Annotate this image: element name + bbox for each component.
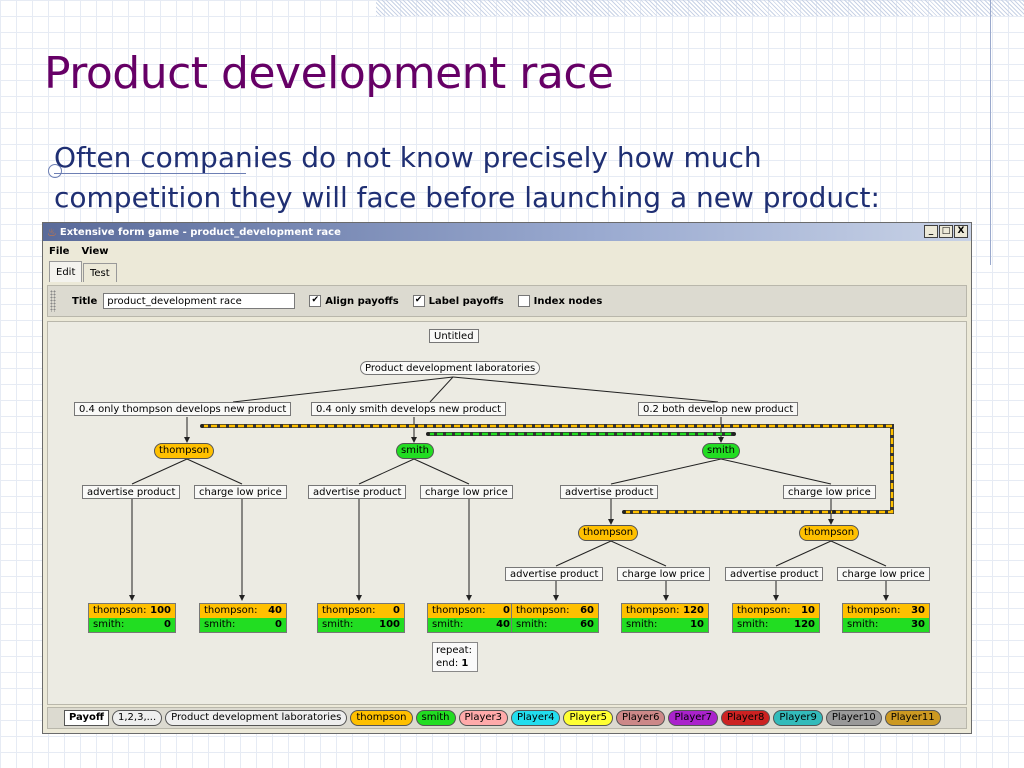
end-value: 1: [461, 658, 469, 669]
slide-text-line-1: Often companies do not know precisely ho…: [54, 141, 762, 174]
chance-branch-2[interactable]: 0.4 only smith develops new product: [311, 402, 507, 416]
tab-strip: Edit Test: [43, 261, 971, 283]
player-node-smith[interactable]: smith: [702, 443, 740, 459]
tree-edges: [129, 376, 894, 601]
player-palette-bar: Payoff 1,2,3,... Product development lab…: [47, 707, 967, 729]
palette-item-player5[interactable]: Player5: [563, 710, 613, 726]
window-titlebar[interactable]: ♨ Extensive form game - product_developm…: [43, 223, 971, 241]
payoff-box[interactable]: thompson:120 smith:10: [621, 603, 709, 633]
payoff-button[interactable]: Payoff: [64, 710, 109, 726]
minimize-button[interactable]: _: [924, 225, 938, 238]
palette-item-player8[interactable]: Player8: [720, 710, 771, 726]
align-payoffs-checkbox[interactable]: ✔ Align payoffs: [309, 295, 399, 307]
chance-node[interactable]: Product development laboratories: [360, 361, 541, 375]
action-label[interactable]: charge low price: [783, 485, 876, 499]
repeat-label: repeat:: [436, 645, 472, 656]
palette-item-chance[interactable]: Product development laboratories: [165, 710, 348, 726]
palette-item-player7[interactable]: Player7: [668, 710, 718, 726]
palette-item-player11[interactable]: Player11: [884, 710, 941, 726]
slide-text-line-2: competition they will face before launch…: [54, 181, 880, 214]
action-label[interactable]: advertise product: [308, 485, 407, 499]
action-label[interactable]: advertise product: [82, 485, 181, 499]
bullet-circle-icon: [48, 164, 62, 178]
index-nodes-label: Index nodes: [533, 295, 603, 307]
checkbox-checked-icon: ✔: [309, 295, 322, 307]
palette-item-indices[interactable]: 1,2,3,...: [112, 710, 163, 726]
label-payoffs-label: Label payoffs: [428, 295, 504, 307]
slide-decoration-line: [990, 0, 991, 265]
payoff-box[interactable]: thompson:10 smith:120: [732, 603, 820, 633]
player-node-smith[interactable]: smith: [396, 443, 434, 459]
player-node-thompson[interactable]: thompson: [799, 525, 860, 541]
action-label[interactable]: advertise product: [505, 567, 604, 581]
menu-view[interactable]: View: [81, 245, 109, 257]
payoff-box[interactable]: thompson:60 smith:60: [511, 603, 599, 633]
checkbox-checked-icon: ✔: [412, 295, 425, 307]
action-label[interactable]: advertise product: [560, 485, 659, 499]
palette-item-thompson[interactable]: thompson: [350, 710, 413, 726]
action-label[interactable]: charge low price: [617, 567, 710, 581]
action-label[interactable]: charge low price: [194, 485, 287, 499]
repeat-box[interactable]: repeat: end: 1: [432, 642, 478, 672]
chance-branch-3[interactable]: 0.2 both develop new product: [638, 402, 799, 416]
slide-body-text: Often companies do not know precisely ho…: [54, 138, 994, 218]
payoff-box[interactable]: thompson:40 smith:0: [199, 603, 287, 633]
action-label[interactable]: charge low price: [420, 485, 513, 499]
checkbox-unchecked-icon: [517, 295, 530, 307]
toolbar-grip-icon[interactable]: [50, 290, 56, 312]
bullet-underline: [54, 173, 246, 174]
title-input[interactable]: [103, 293, 296, 309]
slide-decoration-hatch: [376, 0, 1024, 16]
window-controls: _ □ X: [924, 225, 968, 238]
payoff-box[interactable]: thompson:0 smith:100: [317, 603, 405, 633]
game-tree-canvas[interactable]: Untitled Product development laboratorie…: [47, 321, 967, 705]
game-title-label[interactable]: Untitled: [429, 329, 479, 343]
index-nodes-checkbox[interactable]: Index nodes: [517, 295, 603, 307]
title-label: Title: [72, 295, 98, 307]
menubar: File View: [43, 241, 971, 261]
label-payoffs-checkbox[interactable]: ✔ Label payoffs: [412, 295, 504, 307]
palette-item-player10[interactable]: Player10: [825, 710, 882, 726]
chance-branch-1[interactable]: 0.4 only thompson develops new product: [74, 402, 292, 416]
tab-edit[interactable]: Edit: [49, 261, 83, 282]
palette-item-player4[interactable]: Player4: [511, 710, 561, 726]
palette-item-smith[interactable]: smith: [415, 710, 456, 726]
player-node-thompson[interactable]: thompson: [154, 443, 215, 459]
end-label: end:: [436, 658, 459, 669]
player-node-thompson[interactable]: thompson: [578, 525, 639, 541]
java-cup-icon: ♨: [47, 225, 57, 239]
palette-item-player6[interactable]: Player6: [615, 710, 666, 726]
payoff-box[interactable]: thompson:0 smith:40: [427, 603, 515, 633]
options-toolbar: Title ✔ Align payoffs ✔ Label payoffs In…: [47, 285, 967, 317]
action-label[interactable]: charge low price: [837, 567, 930, 581]
palette-item-player9[interactable]: Player9: [773, 710, 823, 726]
window-title: Extensive form game - product_developmen…: [59, 226, 341, 238]
tab-test[interactable]: Test: [83, 263, 117, 282]
action-label[interactable]: advertise product: [725, 567, 824, 581]
app-window: ♨ Extensive form game - product_developm…: [42, 222, 972, 734]
close-button[interactable]: X: [954, 225, 968, 238]
palette-item-player3[interactable]: Player3: [458, 710, 508, 726]
maximize-button[interactable]: □: [939, 225, 953, 238]
menu-file[interactable]: File: [49, 245, 70, 257]
slide-title: Product development race: [44, 48, 614, 99]
align-payoffs-label: Align payoffs: [325, 295, 399, 307]
payoff-box[interactable]: thompson:30 smith:30: [842, 603, 930, 633]
payoff-box[interactable]: thompson:100 smith:0: [88, 603, 176, 633]
